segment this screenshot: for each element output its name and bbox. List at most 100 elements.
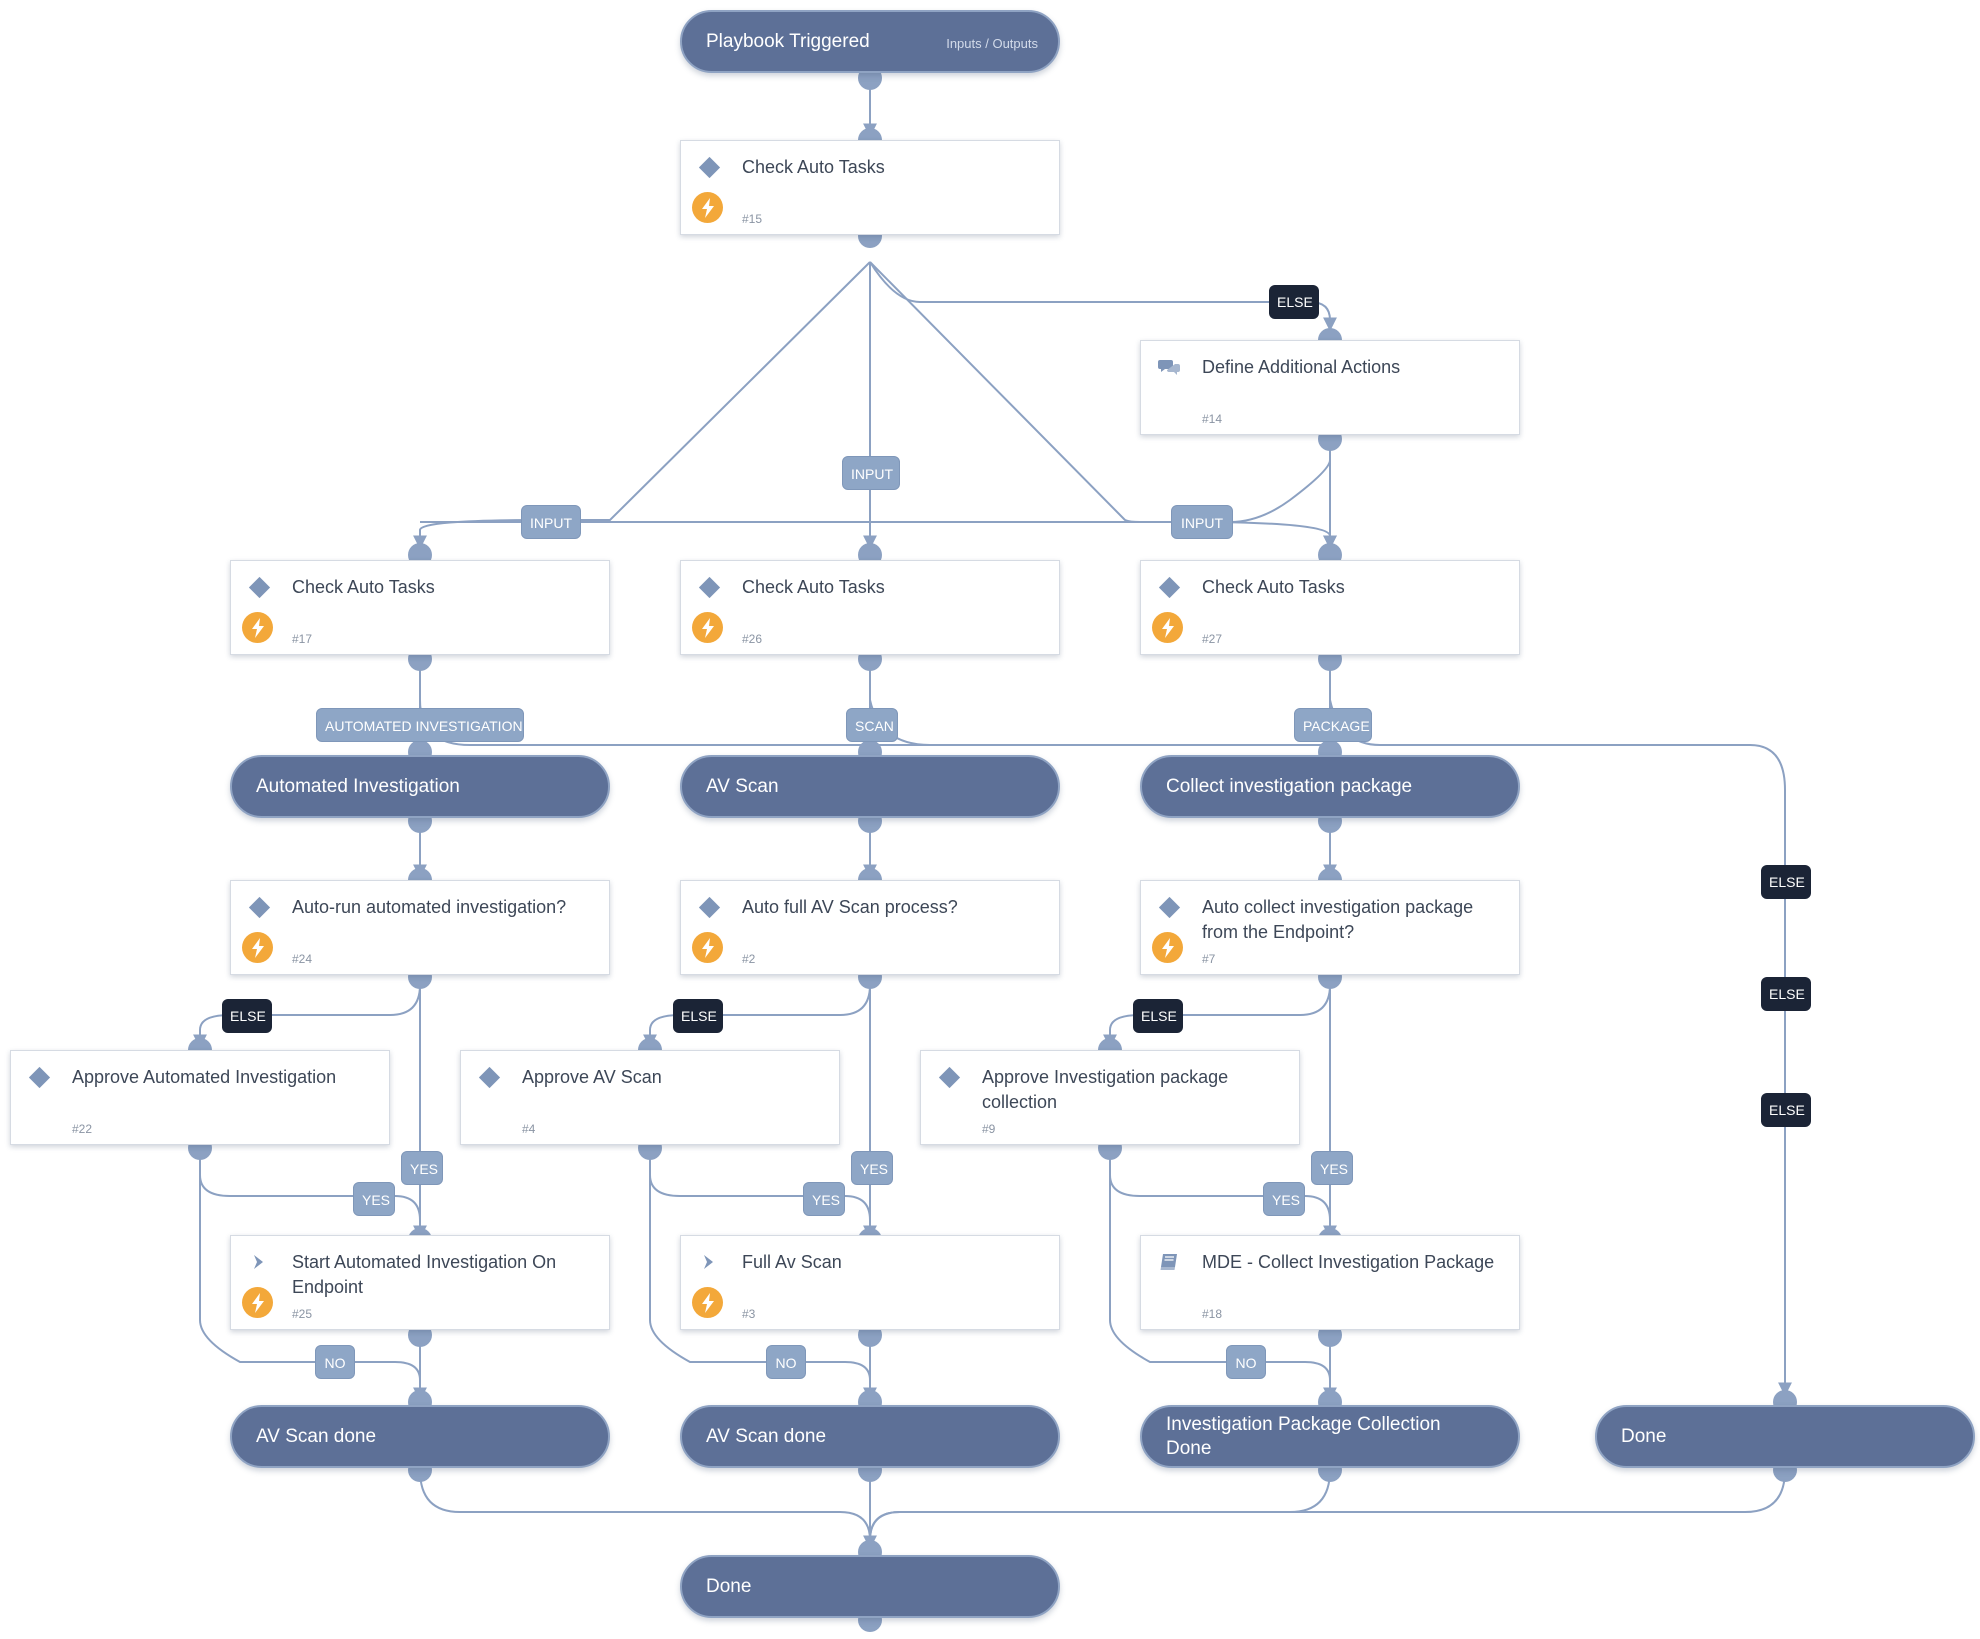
section-title: Collect investigation package	[1166, 775, 1413, 797]
condition-label-else[interactable]: ELSE	[673, 999, 723, 1033]
task-title: Start Automated Investigation On Endpoin…	[292, 1252, 557, 1297]
task-title: Auto full AV Scan process?	[742, 897, 958, 917]
task-title: Full Av Scan	[742, 1252, 842, 1272]
diamond-icon	[476, 1064, 502, 1090]
diamond-icon	[696, 154, 722, 180]
condition-label-yes[interactable]: YES	[401, 1151, 443, 1185]
task-check-auto-tasks-26[interactable]: Check Auto Tasks #26	[680, 560, 1060, 655]
diamond-icon	[246, 894, 272, 920]
end-title: AV Scan done	[256, 1425, 377, 1447]
section-automated-investigation[interactable]: Automated Investigation	[230, 755, 610, 818]
condition-label-no[interactable]: NO	[315, 1345, 355, 1379]
task-title: MDE - Collect Investigation Package	[1202, 1252, 1495, 1272]
task-auto-collect-package[interactable]: Auto collect investigation package from …	[1140, 880, 1520, 975]
section-title: Automated Investigation	[256, 775, 460, 797]
diamond-icon	[246, 574, 272, 600]
section-av-scan[interactable]: AV Scan	[680, 755, 1060, 818]
lightning-icon	[1152, 612, 1183, 643]
task-title: Define Additional Actions	[1202, 357, 1401, 377]
task-number: #22	[72, 1122, 93, 1136]
task-auto-run-automated-investigation[interactable]: Auto-run automated investigation? #24	[230, 880, 610, 975]
task-full-av-scan[interactable]: Full Av Scan #3	[680, 1235, 1060, 1330]
condition-label-else[interactable]: ELSE	[1761, 865, 1811, 899]
task-mde-collect-investigation-package[interactable]: MDE - Collect Investigation Package #18	[1140, 1235, 1520, 1330]
diamond-icon	[1156, 574, 1182, 600]
condition-label-yes[interactable]: YES	[851, 1151, 893, 1185]
task-number: #26	[742, 632, 763, 646]
condition-label-automated-investigation[interactable]: AUTOMATED INVESTIGATION	[316, 708, 524, 742]
lightning-icon	[242, 932, 273, 963]
task-approve-package-collection[interactable]: Approve Investigation package collection…	[920, 1050, 1300, 1145]
condition-label-yes[interactable]: YES	[1311, 1151, 1353, 1185]
lightning-icon	[242, 1287, 273, 1318]
section-title: AV Scan	[706, 775, 779, 797]
diamond-icon	[1156, 894, 1182, 920]
lightning-icon	[692, 1287, 723, 1318]
playbook-triggered-node[interactable]: Playbook Triggered Inputs / Outputs	[680, 10, 1060, 73]
task-number: #18	[1202, 1307, 1223, 1321]
diamond-icon	[696, 574, 722, 600]
diamond-icon	[26, 1064, 52, 1090]
task-title: Approve AV Scan	[522, 1067, 662, 1087]
task-number: #24	[292, 952, 313, 966]
task-check-auto-tasks-17[interactable]: Check Auto Tasks #17	[230, 560, 610, 655]
task-number: #2	[742, 952, 756, 966]
book-icon	[1156, 1249, 1182, 1275]
task-approve-automated-investigation[interactable]: Approve Automated Investigation #22	[10, 1050, 390, 1145]
condition-label-else[interactable]: ELSE	[1269, 285, 1319, 319]
chevron-icon	[246, 1249, 272, 1275]
end-title: Done	[1621, 1425, 1667, 1447]
end-done-final[interactable]: Done	[680, 1555, 1060, 1618]
end-av-scan-done-2[interactable]: AV Scan done	[680, 1405, 1060, 1468]
condition-label-package[interactable]: PACKAGE	[1294, 708, 1372, 742]
condition-label-else[interactable]: ELSE	[1761, 977, 1811, 1011]
condition-label-input[interactable]: INPUT	[521, 505, 581, 539]
trigger-title: Playbook Triggered	[706, 30, 870, 52]
condition-label-no[interactable]: NO	[1226, 1345, 1266, 1379]
condition-label-input[interactable]: INPUT	[1171, 505, 1233, 539]
task-number: #15	[742, 212, 763, 226]
task-number: #17	[292, 632, 313, 646]
condition-label-no[interactable]: NO	[766, 1345, 806, 1379]
task-approve-av-scan[interactable]: Approve AV Scan #4	[460, 1050, 840, 1145]
task-check-auto-tasks-15[interactable]: Check Auto Tasks #15	[680, 140, 1060, 235]
task-number: #25	[292, 1307, 313, 1321]
end-investigation-package-done[interactable]: Investigation Package Collection Done	[1140, 1405, 1520, 1468]
condition-label-yes[interactable]: YES	[353, 1182, 395, 1216]
condition-label-input[interactable]: INPUT	[842, 456, 900, 490]
task-title: Check Auto Tasks	[742, 157, 885, 177]
chat-icon	[1156, 354, 1182, 380]
lightning-icon	[692, 612, 723, 643]
task-title: Approve Investigation package collection	[982, 1067, 1229, 1112]
end-done-right[interactable]: Done	[1595, 1405, 1975, 1468]
lightning-icon	[692, 932, 723, 963]
section-collect-investigation-package[interactable]: Collect investigation package	[1140, 755, 1520, 818]
condition-label-scan[interactable]: SCAN	[846, 708, 898, 742]
task-check-auto-tasks-27[interactable]: Check Auto Tasks #27	[1140, 560, 1520, 655]
lightning-icon	[242, 612, 273, 643]
task-define-additional-actions[interactable]: Define Additional Actions #14	[1140, 340, 1520, 435]
task-title: Check Auto Tasks	[1202, 577, 1345, 597]
task-auto-full-av-scan[interactable]: Auto full AV Scan process? #2	[680, 880, 1060, 975]
diamond-icon	[696, 894, 722, 920]
task-start-automated-investigation[interactable]: Start Automated Investigation On Endpoin…	[230, 1235, 610, 1330]
chevron-icon	[696, 1249, 722, 1275]
condition-label-yes[interactable]: YES	[1263, 1182, 1305, 1216]
task-title: Check Auto Tasks	[292, 577, 435, 597]
lightning-icon	[692, 192, 723, 223]
diamond-icon	[936, 1064, 962, 1090]
task-title: Auto collect investigation package from …	[1202, 897, 1474, 942]
condition-label-else[interactable]: ELSE	[1761, 1093, 1811, 1127]
task-title: Check Auto Tasks	[742, 577, 885, 597]
end-title: Investigation Package Collection Done	[1166, 1413, 1441, 1459]
task-number: #4	[522, 1122, 536, 1136]
task-number: #27	[1202, 632, 1223, 646]
end-av-scan-done-1[interactable]: AV Scan done	[230, 1405, 610, 1468]
inputs-outputs-link[interactable]: Inputs / Outputs	[946, 36, 1038, 51]
condition-label-else[interactable]: ELSE	[222, 999, 272, 1033]
task-title: Auto-run automated investigation?	[292, 897, 567, 917]
condition-label-yes[interactable]: YES	[803, 1182, 845, 1216]
condition-label-else[interactable]: ELSE	[1133, 999, 1183, 1033]
task-title: Approve Automated Investigation	[72, 1067, 337, 1087]
